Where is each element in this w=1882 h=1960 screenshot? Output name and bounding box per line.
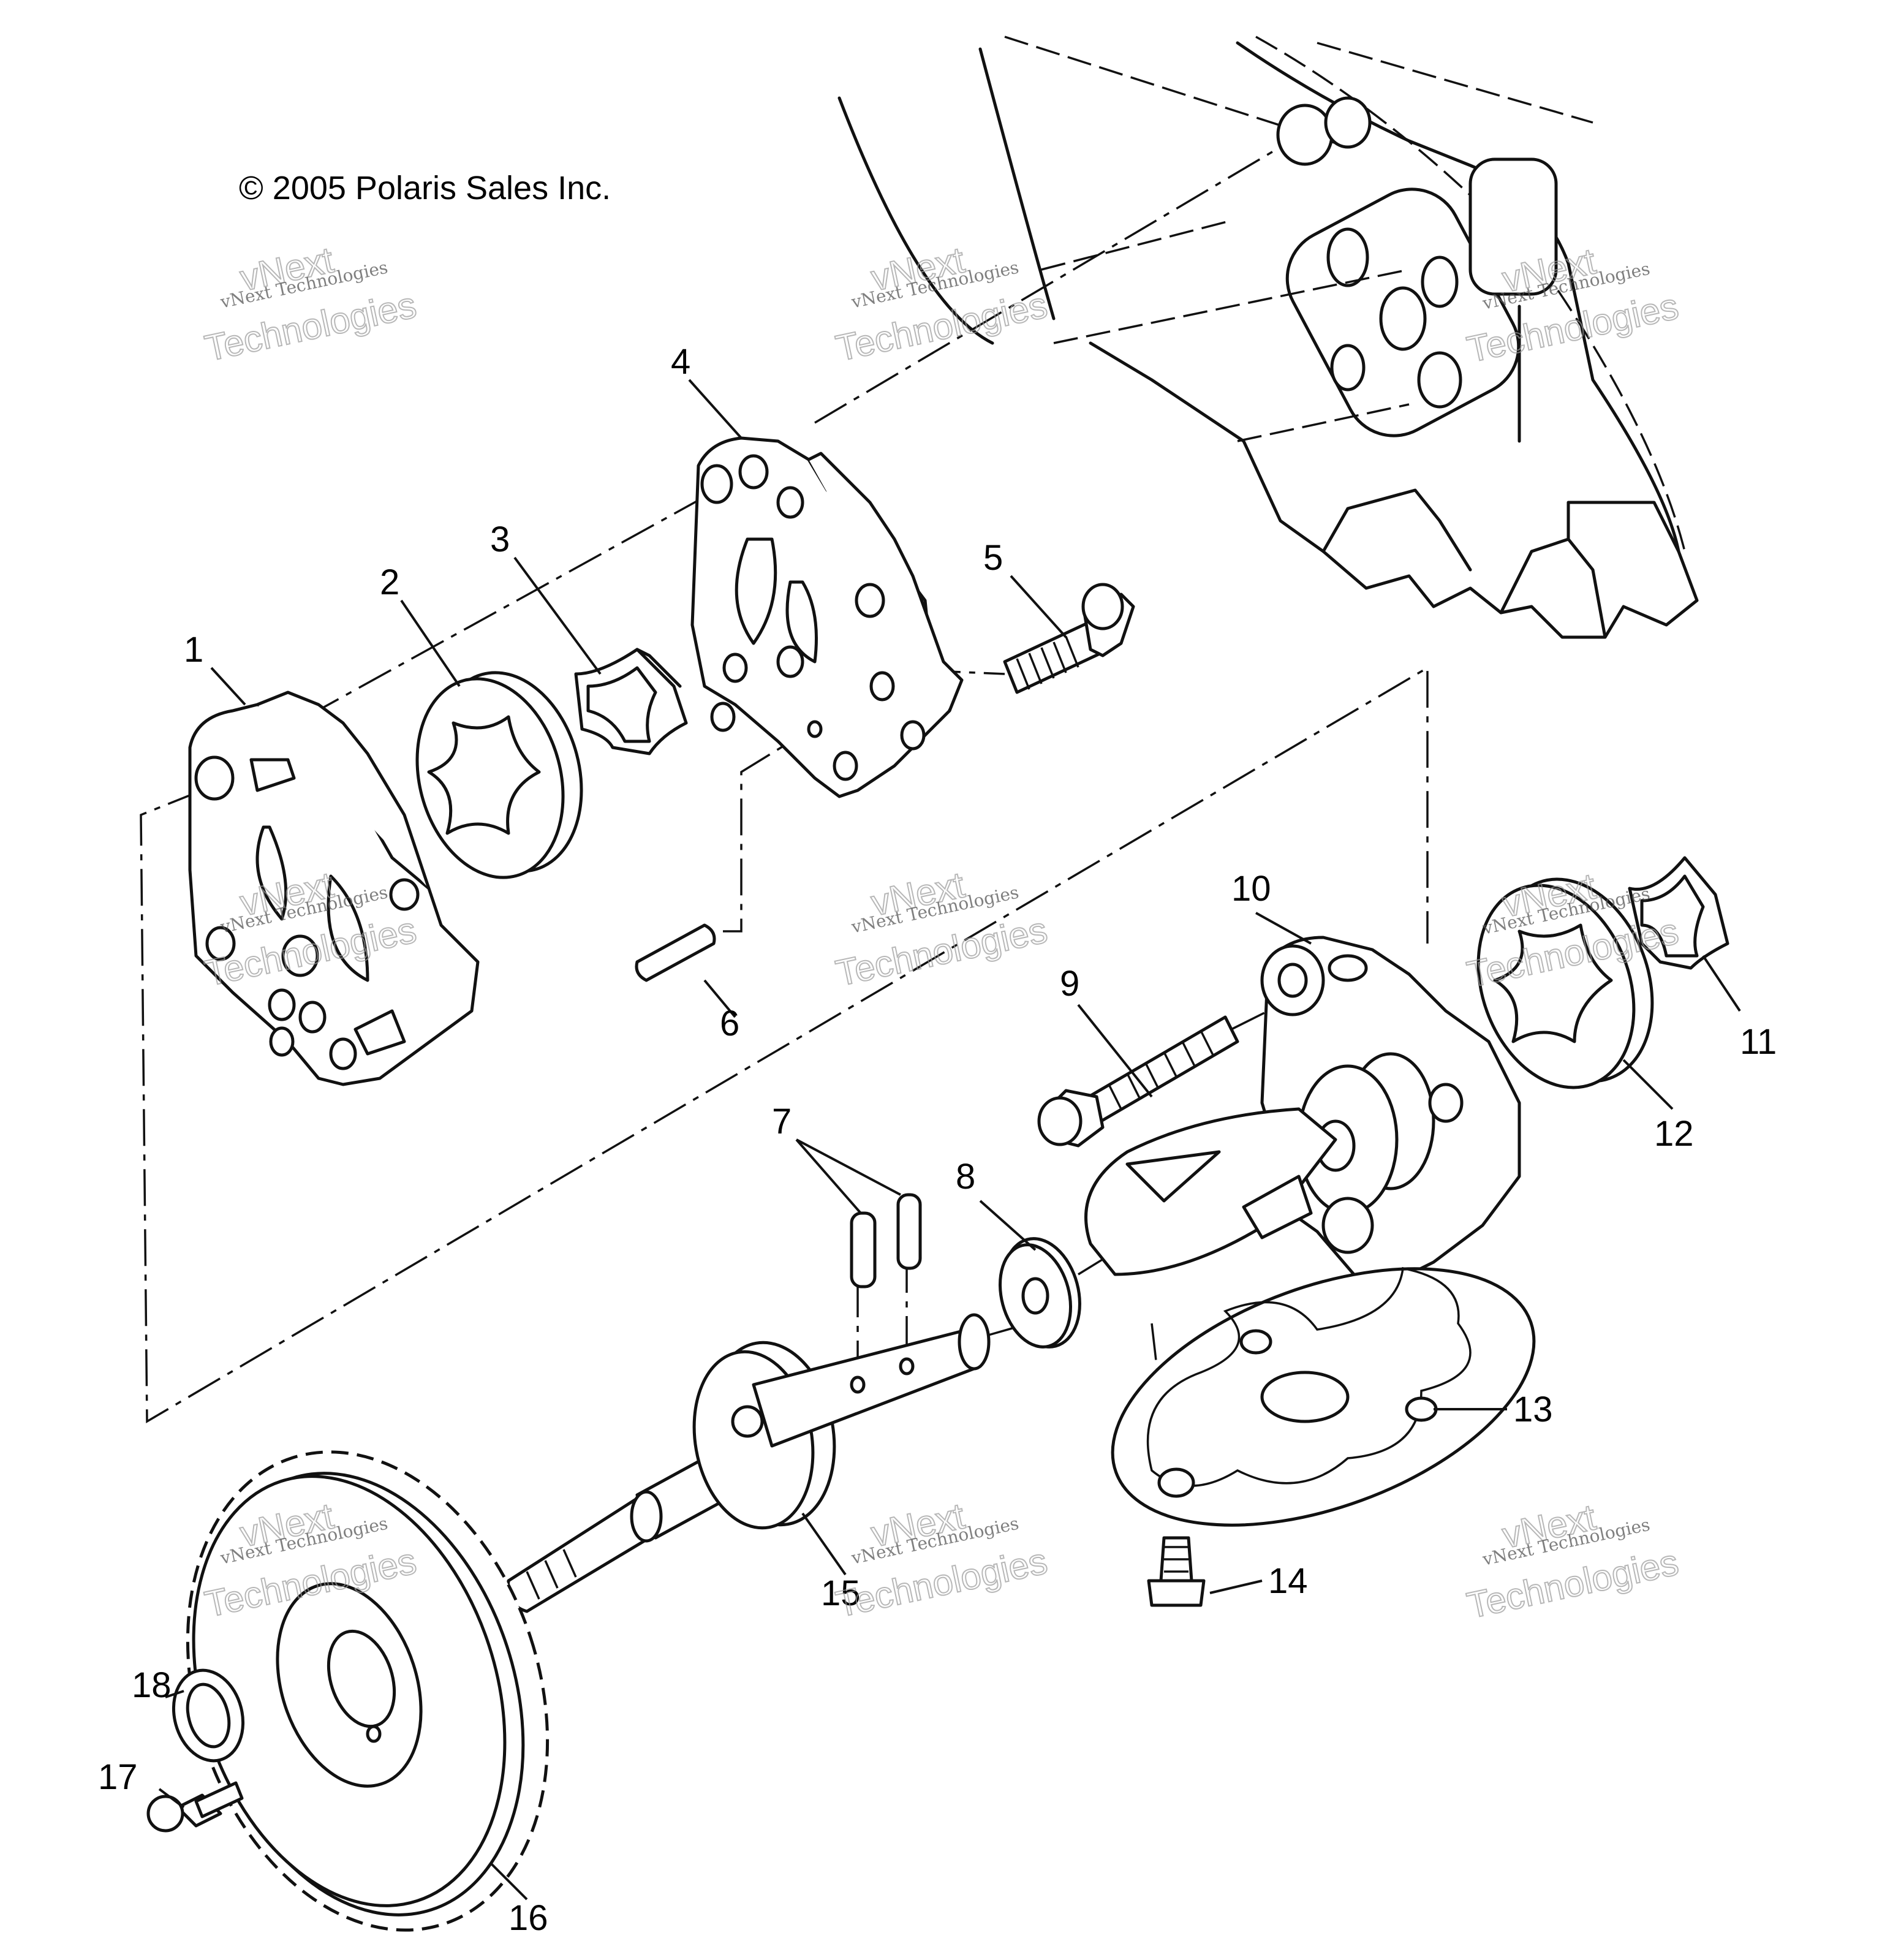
part-13-screen bbox=[1111, 1266, 1536, 1527]
callout-2: 2 bbox=[380, 562, 399, 602]
axis-line-top bbox=[814, 146, 1281, 424]
part-18-washer bbox=[172, 1668, 245, 1763]
callout-10: 10 bbox=[1231, 869, 1271, 909]
part-17-bolt bbox=[146, 1781, 244, 1833]
callout-4: 4 bbox=[671, 342, 690, 382]
callout-15: 15 bbox=[821, 1573, 861, 1613]
watermark-top-left: vNext vNext Technologies Technologies bbox=[201, 238, 421, 369]
part-11-inner-rotor bbox=[1628, 856, 1729, 970]
part-14-screw bbox=[1147, 1536, 1206, 1607]
crankcase-housing bbox=[837, 36, 1699, 639]
callout-8: 8 bbox=[956, 1157, 975, 1197]
part-4-pump-plate bbox=[690, 436, 964, 798]
part-2-outer-rotor bbox=[415, 671, 583, 879]
watermark-bottom-center: vNext vNext Technologies Technologies bbox=[832, 1494, 1052, 1625]
axis-line-pin6 bbox=[723, 722, 822, 933]
callout-18: 18 bbox=[132, 1665, 172, 1705]
callout-1: 1 bbox=[184, 630, 203, 670]
watermark-bottom-right: vNext vNext Technologies Technologies bbox=[1463, 1496, 1683, 1627]
callout-14: 14 bbox=[1268, 1561, 1308, 1601]
callout-11: 11 bbox=[1740, 1022, 1777, 1062]
part-16-gear bbox=[186, 1450, 550, 1932]
part-9-long-bolt bbox=[1037, 1015, 1239, 1148]
axis-line-left-vertical bbox=[140, 665, 1429, 1424]
part-12-outer-rotor bbox=[1476, 877, 1654, 1089]
callout-3: 3 bbox=[490, 520, 510, 559]
callout-17: 17 bbox=[98, 1757, 138, 1797]
callout-5: 5 bbox=[983, 538, 1003, 578]
watermark-top-center: vNext vNext Technologies Technologies bbox=[832, 238, 1052, 369]
watermark-middle-center: vNext vNext Technologies Technologies bbox=[832, 863, 1052, 994]
callout-16: 16 bbox=[508, 1898, 548, 1938]
part-3-inner-rotor bbox=[574, 648, 688, 755]
callout-13: 13 bbox=[1513, 1390, 1553, 1429]
part-1-pump-body bbox=[188, 691, 480, 1086]
copyright-text: © 2005 Polaris Sales Inc. bbox=[239, 170, 611, 206]
part-7-dowel-pins bbox=[850, 1193, 922, 1288]
part-6-dowel-pin bbox=[635, 923, 716, 982]
callout-7: 7 bbox=[772, 1102, 792, 1141]
axis-line-shaft-8 bbox=[986, 1322, 1030, 1337]
part-15-shaft bbox=[506, 1313, 991, 1613]
leader-lines bbox=[158, 379, 1741, 1901]
part-10-pump-body bbox=[1084, 936, 1521, 1288]
part-5-bolt bbox=[1003, 583, 1135, 694]
callout-numbers: 1 2 3 4 5 6 7 8 9 10 11 12 13 14 15 16 1… bbox=[98, 342, 1777, 1938]
callout-9: 9 bbox=[1060, 964, 1079, 1004]
axis-line-1-4 bbox=[306, 489, 717, 718]
callout-6: 6 bbox=[720, 1004, 739, 1043]
callout-12: 12 bbox=[1654, 1114, 1694, 1154]
part-8-washer bbox=[998, 1237, 1081, 1349]
